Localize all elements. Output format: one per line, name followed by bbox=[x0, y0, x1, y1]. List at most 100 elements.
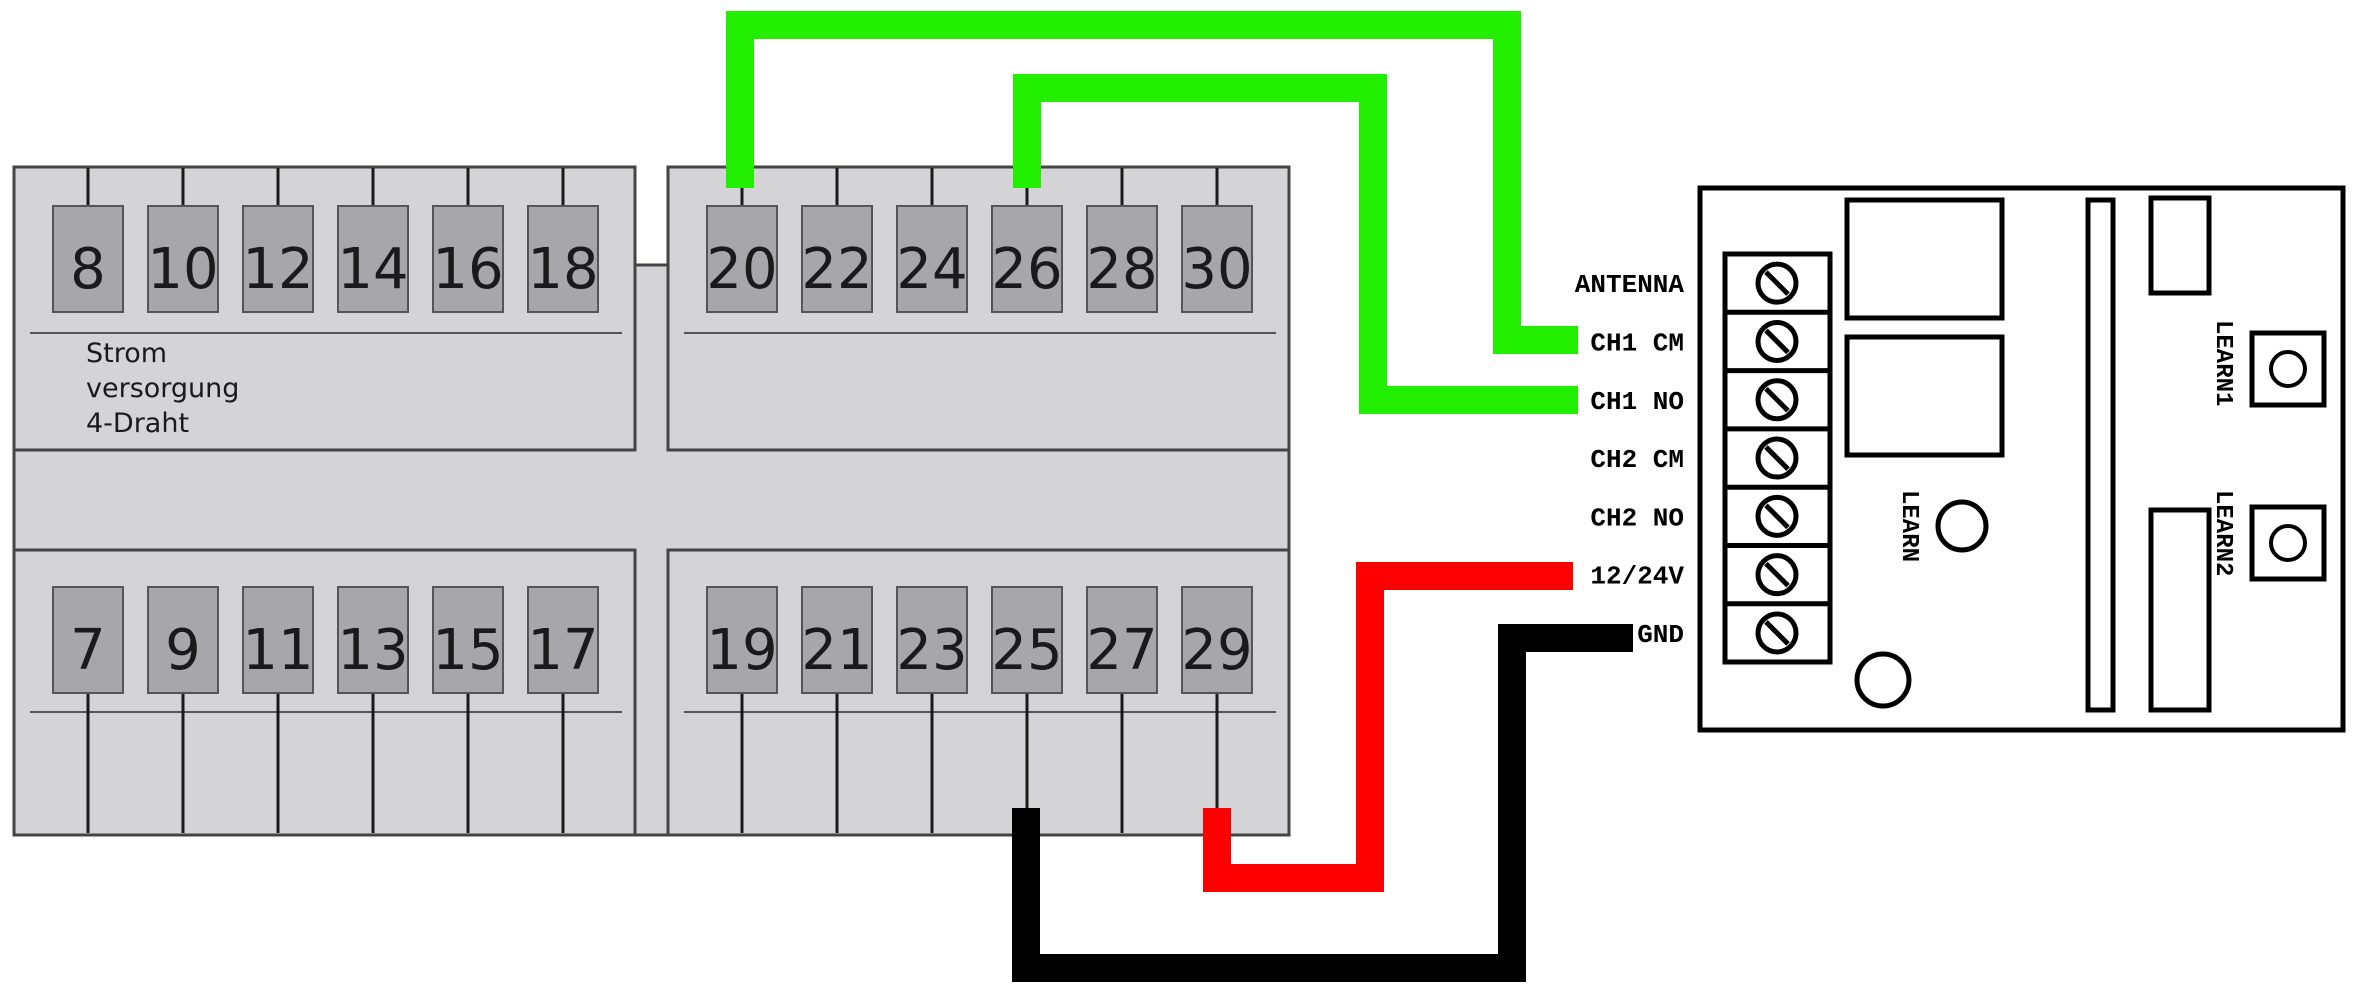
terminal-group-top-right: 20 22 24 26 28 30 bbox=[706, 168, 1253, 313]
terminal-17 bbox=[527, 586, 599, 694]
receiver-board: LEARN LEARN1 LEARN2 ANTENNA CH1 CM CH1 NO C… bbox=[1575, 185, 2346, 733]
module-label-line-3: 4-Draht bbox=[86, 408, 189, 439]
terminal-label-8: 8 bbox=[70, 237, 106, 302]
terminal-label-15: 15 bbox=[432, 618, 503, 683]
screw-icon bbox=[1755, 378, 1799, 422]
terminal-26 bbox=[991, 205, 1063, 313]
terminal-label-27: 27 bbox=[1086, 618, 1157, 683]
terminal-label-20: 20 bbox=[706, 237, 777, 302]
terminal-14 bbox=[337, 205, 409, 313]
terminal-27 bbox=[1086, 586, 1158, 694]
screw-icon bbox=[1755, 436, 1799, 480]
learn1-label: LEARN1 bbox=[2209, 320, 2236, 406]
pin-label-ch2-cm: CH2 CM bbox=[1590, 445, 1684, 475]
wire-red-29-1224v bbox=[1203, 562, 1573, 892]
terminal-9 bbox=[147, 586, 219, 694]
terminal-21 bbox=[801, 586, 873, 694]
pin-label-gnd: GND bbox=[1637, 620, 1684, 650]
wires bbox=[726, 11, 1633, 982]
screw-icon bbox=[1755, 494, 1799, 538]
terminal-16 bbox=[432, 205, 504, 313]
screw-icon bbox=[1755, 319, 1799, 363]
terminal-label-30: 30 bbox=[1181, 237, 1252, 302]
status-led bbox=[1854, 651, 1912, 709]
terminal-label-23: 23 bbox=[896, 618, 967, 683]
board-bar bbox=[2085, 197, 2116, 713]
terminal-12 bbox=[242, 205, 314, 313]
screw-icon bbox=[1755, 553, 1799, 597]
pin-label-group: ANTENNA CH1 CM CH1 NO CH2 CM CH2 NO 12/24V GND bbox=[1575, 270, 1685, 650]
terminal-18 bbox=[527, 205, 599, 313]
terminal-11 bbox=[242, 586, 314, 694]
screw-slot bbox=[1764, 503, 1790, 530]
terminal-10 bbox=[147, 205, 219, 313]
terminal-25 bbox=[991, 586, 1063, 694]
screw-terminal-group bbox=[1725, 261, 1830, 655]
wire-green-26-ch1no bbox=[1013, 74, 1578, 414]
wire-black-25-gnd bbox=[1012, 624, 1633, 982]
module-label-line-2: versorgung bbox=[86, 373, 239, 404]
screw-slot bbox=[1764, 561, 1790, 588]
learn-label: LEARN bbox=[1895, 490, 1922, 562]
terminal-label-9: 9 bbox=[165, 618, 201, 683]
terminal-28 bbox=[1086, 205, 1158, 313]
pin-label-ch1-no: CH1 NO bbox=[1590, 387, 1684, 417]
terminal-8 bbox=[52, 205, 124, 313]
terminal-15 bbox=[432, 586, 504, 694]
pin-label-antenna: ANTENNA bbox=[1575, 270, 1685, 300]
terminal-label-10: 10 bbox=[147, 237, 218, 302]
terminal-label-11: 11 bbox=[242, 618, 313, 683]
learn1-button-frame[interactable] bbox=[2249, 330, 2327, 408]
terminal-20 bbox=[706, 205, 778, 313]
relay-2 bbox=[1844, 334, 2005, 458]
terminal-label-21: 21 bbox=[801, 618, 872, 683]
relay-1 bbox=[1844, 197, 2005, 321]
terminal-label-29: 29 bbox=[1181, 618, 1252, 683]
terminal-13 bbox=[337, 586, 409, 694]
terminal-group-bottom-right: 19 21 23 25 27 29 bbox=[706, 586, 1253, 833]
screw-icon bbox=[1755, 261, 1799, 305]
learn-led bbox=[1935, 499, 1989, 553]
terminal-30 bbox=[1181, 205, 1253, 313]
terminal-label-18: 18 bbox=[527, 237, 598, 302]
terminal-22 bbox=[801, 205, 873, 313]
learn2-button-frame[interactable] bbox=[2249, 504, 2327, 582]
screw-slot bbox=[1764, 386, 1790, 413]
learn2-label: LEARN2 bbox=[2209, 490, 2236, 576]
module-label-line-1: Strom bbox=[86, 338, 167, 369]
terminal-label-19: 19 bbox=[706, 618, 777, 683]
terminal-label-17: 17 bbox=[527, 618, 598, 683]
terminal-label-24: 24 bbox=[896, 237, 967, 302]
terminal-label-13: 13 bbox=[337, 618, 408, 683]
terminal-label-25: 25 bbox=[991, 618, 1062, 683]
terminal-23 bbox=[896, 586, 968, 694]
learn1-button[interactable] bbox=[2269, 350, 2307, 388]
terminal-group-top-left: 8 10 12 14 16 18 bbox=[52, 168, 599, 313]
terminal-24 bbox=[896, 205, 968, 313]
pin-label-ch2-no: CH2 NO bbox=[1590, 503, 1684, 533]
screw-slot bbox=[1764, 328, 1790, 355]
terminal-19 bbox=[706, 586, 778, 694]
screw-slot bbox=[1764, 620, 1790, 646]
pin-label-12-24v: 12/24V bbox=[1590, 562, 1684, 592]
component-bottom-right bbox=[2148, 507, 2212, 713]
terminal-label-28: 28 bbox=[1086, 237, 1157, 302]
terminal-label-7: 7 bbox=[70, 618, 106, 683]
terminal-label-22: 22 bbox=[801, 237, 872, 302]
terminal-label-26: 26 bbox=[991, 237, 1062, 302]
screw-slot bbox=[1764, 270, 1790, 296]
learn2-button[interactable] bbox=[2269, 524, 2307, 562]
pin-label-ch1-cm: CH1 CM bbox=[1590, 328, 1684, 358]
screw-slot bbox=[1764, 445, 1790, 471]
component-top-right bbox=[2148, 195, 2212, 296]
terminal-7 bbox=[52, 586, 124, 694]
terminal-label-16: 16 bbox=[432, 237, 503, 302]
terminal-29 bbox=[1181, 586, 1253, 694]
terminal-label-14: 14 bbox=[337, 237, 408, 302]
wire-green-20-ch1cm bbox=[726, 11, 1578, 354]
terminal-label-12: 12 bbox=[242, 237, 313, 302]
screw-icon bbox=[1755, 611, 1799, 655]
